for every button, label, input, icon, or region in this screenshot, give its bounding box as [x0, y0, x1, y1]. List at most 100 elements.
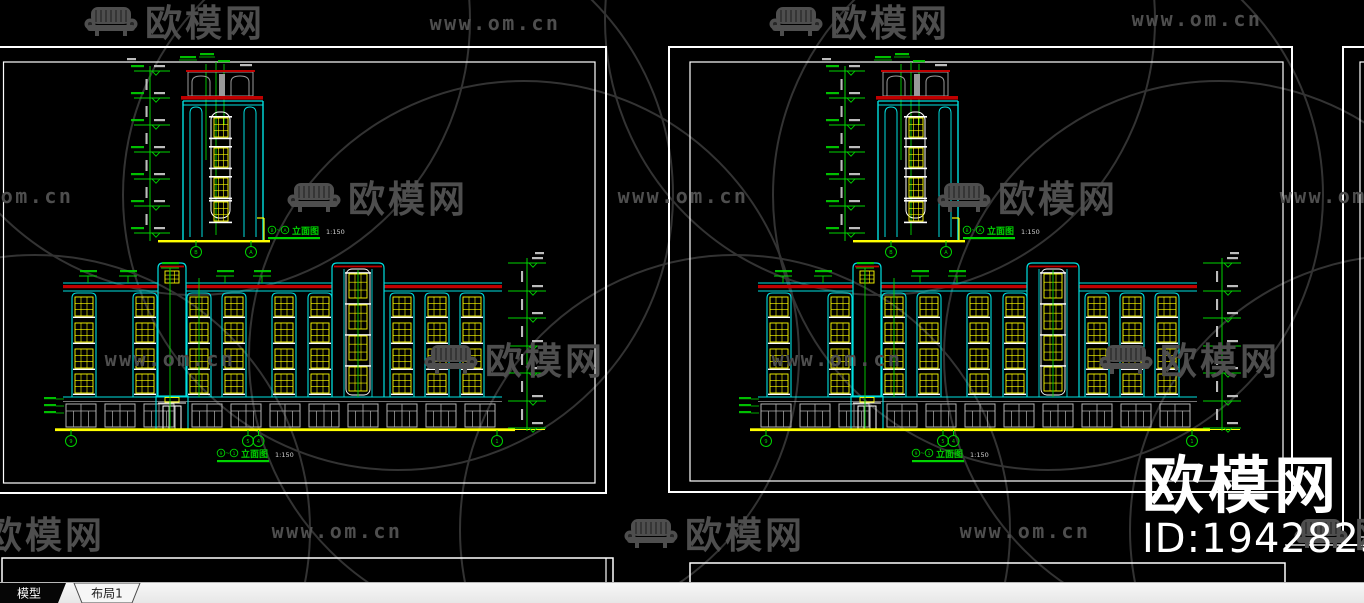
watermark-layer: 欧模网欧模网欧模网欧模网欧模网欧模网欧模网欧模网欧模网www.om.cnwww.… — [0, 2, 1364, 557]
svg-text:~: ~ — [920, 451, 925, 457]
watermark-url-text: www.om.cn — [272, 519, 403, 543]
drawing-frame — [0, 46, 607, 494]
grid-bubble — [245, 246, 257, 258]
drawing-frame — [689, 61, 1284, 482]
svg-text:9: 9 — [220, 451, 223, 457]
watermark-url-text: www.om.cn — [105, 347, 236, 371]
watermark-brand-text: 欧模网 — [145, 2, 265, 45]
layout-tab-bar: 模型 布局1 — [0, 582, 1364, 603]
grid-bubble-label: 9 — [69, 439, 72, 445]
watermark-circle — [0, 254, 311, 603]
watermark-brand-text: 欧模网 — [1160, 340, 1280, 383]
tab-model[interactable] — [0, 583, 66, 603]
grid-bubble-label: 5 — [246, 439, 249, 445]
svg-text:~: ~ — [225, 451, 230, 457]
watermark-circle — [1129, 257, 1364, 603]
drawing-title: B~A 立面图 1:150 — [267, 225, 345, 240]
watermark-url-text: www.om.cn — [430, 11, 561, 35]
drawing-frame — [1359, 61, 1364, 538]
watermark-brand-text: 欧模网 — [348, 178, 468, 221]
grid-bubble — [947, 435, 960, 447]
tab-layout1[interactable] — [73, 583, 141, 603]
grid-bubble-label: 1 — [495, 439, 498, 445]
drawing-title-text: 立面图 — [987, 225, 1014, 237]
drawing-frame — [1342, 46, 1364, 546]
svg-text:~: ~ — [971, 228, 976, 234]
sofa-icon — [287, 183, 341, 212]
drawing-title-text: 立面图 — [292, 225, 319, 237]
grid-bubble-label: 4 — [952, 439, 955, 445]
watermark-url-text: www.om.cn — [1132, 7, 1263, 31]
dimension-stack — [127, 58, 170, 241]
grid-bubble-label: 5 — [941, 439, 944, 445]
svg-text:1: 1 — [928, 451, 931, 457]
watermark-circle — [943, 80, 1364, 603]
grid-bubble — [491, 435, 503, 447]
grid-bubble — [252, 435, 265, 447]
watermark-circle — [0, 0, 471, 296]
drawing-title: B~A 立面图 1:150 — [962, 225, 1040, 240]
grid-bubble — [190, 246, 202, 258]
grid-bubble-label: 1 — [1190, 439, 1193, 445]
svg-text:A: A — [978, 228, 982, 234]
svg-text:1: 1 — [233, 451, 236, 457]
watermark-brand-text: 欧模网 — [485, 340, 605, 383]
grid-bubble-label: 9 — [764, 439, 767, 445]
watermark-url-text: www.om.cn — [1280, 184, 1364, 208]
sofa-icon — [624, 519, 678, 548]
sofa-icon — [84, 7, 138, 36]
watermark-url-text: www.om.cn — [960, 519, 1091, 543]
dimension-stack — [822, 58, 865, 241]
grid-bubble — [940, 246, 952, 258]
watermark-circle — [459, 254, 1011, 603]
grid-bubble-label: B — [889, 250, 893, 256]
drawing-scale: 1:150 — [1021, 228, 1040, 236]
drawing-title-text: 立面图 — [936, 448, 963, 460]
watermark-brand-text: 欧模网 — [998, 178, 1118, 221]
grid-bubble-label: B — [194, 250, 198, 256]
drawing-title: 9~1 立面图 1:150 — [911, 448, 989, 463]
drawing-scale: 1:150 — [970, 451, 989, 459]
watermark-circle — [604, 0, 1156, 296]
tab-layout1-label[interactable]: 布局1 — [91, 587, 123, 601]
watermark-circle — [772, 0, 1324, 471]
grid-bubble-label: A — [249, 250, 253, 256]
grid-bubble — [760, 435, 772, 447]
drawing-scale: 1:150 — [275, 451, 294, 459]
watermark-brand-text: 欧模网 — [1355, 514, 1364, 557]
dimension-stack — [508, 252, 546, 433]
grid-bubble — [885, 246, 897, 258]
svg-text:~: ~ — [276, 228, 281, 234]
tab-model-label[interactable]: 模型 — [17, 587, 41, 601]
sofa-icon — [1294, 519, 1348, 548]
watermark-brand-text: 欧模网 — [0, 514, 105, 557]
grid-bubble-label: A — [944, 250, 948, 256]
sofa-icon — [1099, 345, 1153, 374]
watermark-brand-text: 欧模网 — [830, 2, 950, 45]
drawing-scale: 1:150 — [326, 228, 345, 236]
svg-text:A: A — [283, 228, 287, 234]
drawing-frame — [668, 46, 1293, 493]
grid-bubble — [65, 435, 77, 447]
svg-text:9: 9 — [915, 451, 918, 457]
grid-bubble-label: 4 — [257, 439, 260, 445]
watermark-url-text: www.om.cn — [772, 347, 903, 371]
watermark-circle — [122, 0, 674, 471]
drawing-frame — [2, 61, 596, 484]
watermark-url-text: www.om.cn — [0, 184, 73, 208]
svg-text:B: B — [270, 228, 273, 234]
sofa-icon — [937, 183, 991, 212]
svg-text:B: B — [965, 228, 968, 234]
dimension-stack — [1203, 252, 1241, 433]
grid-bubble — [1186, 435, 1198, 447]
sofa-icon — [424, 345, 478, 374]
